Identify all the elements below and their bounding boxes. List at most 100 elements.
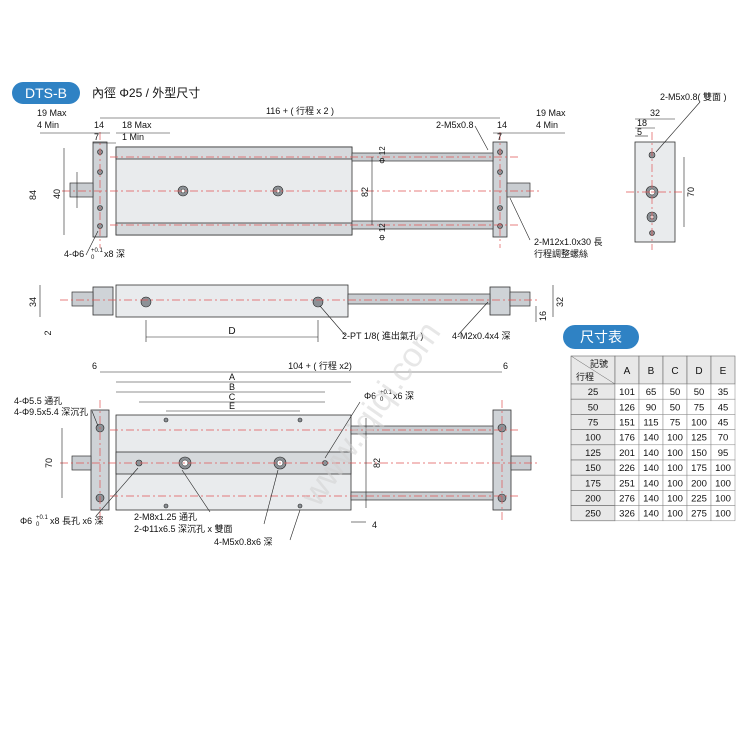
table-cell-value: 251 bbox=[619, 478, 635, 489]
table-cell-value: 45 bbox=[718, 402, 729, 413]
bottom-phi6-slot-tol0: 0 bbox=[36, 522, 40, 528]
dim-phi12-top: Φ 12 bbox=[378, 146, 387, 164]
m5-hole bbox=[163, 417, 169, 423]
side-w32: 32 bbox=[650, 108, 660, 118]
side-w18: 18 bbox=[637, 118, 647, 128]
table-header: C bbox=[671, 366, 678, 377]
bottom-phi6-top-tol0: 0 bbox=[380, 397, 384, 403]
bottom-m8: 2-M8x1.25 通孔 bbox=[134, 512, 197, 522]
table-cell-value: 90 bbox=[646, 402, 657, 413]
bottom-phi55: 4-Φ5.5 通孔 bbox=[14, 396, 62, 406]
table-title: 尺寸表 bbox=[580, 329, 622, 345]
bottom-phi11: 2-Φ11x6.5 深沉孔 x 雙面 bbox=[134, 523, 233, 534]
front-pt-note: 2-PT 1/8( 進出氣孔 ) bbox=[342, 330, 423, 341]
table-row-stroke: 125 bbox=[585, 448, 601, 459]
table-row-stroke: 50 bbox=[588, 402, 599, 413]
table-cell-value: 175 bbox=[691, 463, 707, 474]
bottom-h82: 82 bbox=[372, 458, 382, 468]
front-rod bbox=[347, 293, 491, 305]
m5-hole bbox=[297, 503, 303, 509]
bottom-b: B bbox=[229, 382, 235, 392]
table-cell-value: 326 bbox=[619, 509, 635, 520]
table-header: E bbox=[720, 366, 727, 377]
table-cell-value: 140 bbox=[643, 433, 659, 444]
table-cell-value: 50 bbox=[670, 402, 681, 413]
dim-left-7: 7 bbox=[94, 132, 99, 142]
table-cell-value: 100 bbox=[715, 463, 731, 474]
side-h70: 70 bbox=[686, 187, 696, 197]
table-cell-value: 100 bbox=[667, 463, 683, 474]
holes-note: 4-Φ6 bbox=[64, 249, 84, 259]
front-right-plate bbox=[489, 286, 511, 316]
bottom-c: C bbox=[229, 392, 236, 402]
dim-18max: 18 Max bbox=[122, 120, 152, 130]
table-cell bbox=[710, 355, 736, 385]
dim-40: 40 bbox=[52, 189, 62, 199]
table-row-stroke: 75 bbox=[588, 418, 599, 429]
dim-right-14: 14 bbox=[497, 120, 507, 130]
bottom-phi6-slot: Φ6 bbox=[20, 516, 32, 526]
front-view: 34 2 D 2-PT 1/8( 進出氣孔 ) 4-M2x0.4x4 深 16 … bbox=[28, 284, 565, 342]
watermark: www.iqiqi.com bbox=[293, 315, 448, 514]
subtitle: 內徑 Φ25 / 外型尺寸 bbox=[92, 86, 200, 100]
front-h34: 34 bbox=[28, 297, 38, 307]
table-cell bbox=[638, 355, 664, 385]
front-h16: 16 bbox=[538, 311, 548, 321]
table-cell-value: 140 bbox=[643, 448, 659, 459]
table-cell-value: 75 bbox=[670, 418, 681, 429]
m5-hole bbox=[297, 417, 303, 423]
left-stopper-screw bbox=[69, 182, 94, 198]
table-cell-value: 225 bbox=[691, 494, 707, 505]
dim-right-7: 7 bbox=[497, 132, 502, 142]
bottom-view: 6 104 + ( 行程 x2) 6 A B C E 4-Φ5.5 通孔 4-Φ… bbox=[14, 360, 540, 547]
air-port bbox=[312, 296, 324, 308]
table-corner-top: 記號 bbox=[590, 358, 608, 369]
bottom-e: E bbox=[229, 401, 235, 411]
table-row-stroke: 200 bbox=[585, 494, 601, 505]
table-cell-value: 201 bbox=[619, 448, 635, 459]
dim-phi12-bot: Φ 12 bbox=[378, 223, 387, 241]
table-cell bbox=[710, 505, 736, 522]
right-end-plate bbox=[492, 141, 508, 238]
dim-left-max: 19 Max bbox=[37, 108, 67, 118]
bottom-phi95: 4-Φ9.5x5.4 深沉孔 bbox=[14, 407, 88, 417]
table-cell-value: 200 bbox=[691, 478, 707, 489]
side-view: 2-M5x0.8( 雙面 ) 32 18 5 70 bbox=[626, 91, 727, 250]
table-row-stroke: 250 bbox=[585, 509, 601, 520]
table-corner-bottom: 行程 bbox=[576, 371, 594, 382]
table-cell-value: 140 bbox=[643, 463, 659, 474]
dim-left-14: 14 bbox=[94, 120, 104, 130]
table-header: D bbox=[695, 366, 702, 377]
dim-right-max: 19 Max bbox=[536, 108, 566, 118]
bottom-phi6-top-tol: +0.1 bbox=[380, 390, 393, 396]
table-cell-value: 100 bbox=[667, 433, 683, 444]
bottom-phi6-top-depth: x6 深 bbox=[393, 391, 414, 401]
front-left-plate bbox=[92, 286, 114, 316]
dim-82: 82 bbox=[360, 187, 370, 197]
side-m5: 2-M5x0.8( 雙面 ) bbox=[660, 91, 727, 102]
model-badge-label: DTS-B bbox=[25, 85, 67, 101]
holes-tol: +0.1 bbox=[91, 248, 104, 254]
dim-84: 84 bbox=[28, 190, 38, 200]
table-cell-value: 100 bbox=[667, 478, 683, 489]
table-cell-value: 35 bbox=[718, 387, 729, 398]
table-header: A bbox=[624, 366, 631, 377]
table-cell-value: 100 bbox=[715, 509, 731, 520]
bottom-d4: 4 bbox=[372, 520, 377, 530]
table-cell-value: 65 bbox=[646, 387, 657, 398]
table-cell-value: 100 bbox=[691, 418, 707, 429]
dim-m5: 2-M5x0.8 bbox=[436, 120, 474, 130]
table-cell-value: 140 bbox=[643, 478, 659, 489]
screw-note: 2-M12x1.0x30 長 bbox=[534, 237, 603, 247]
front-right-screw bbox=[509, 291, 531, 307]
bottom-phi6-slot-tol: +0.1 bbox=[36, 515, 49, 521]
model-badge bbox=[12, 82, 80, 104]
front-d: D bbox=[228, 326, 235, 337]
table-cell-value: 100 bbox=[667, 494, 683, 505]
table-cell-value: 101 bbox=[619, 387, 635, 398]
dim-left-min: 4 Min bbox=[37, 120, 59, 130]
table-cell-value: 45 bbox=[718, 418, 729, 429]
